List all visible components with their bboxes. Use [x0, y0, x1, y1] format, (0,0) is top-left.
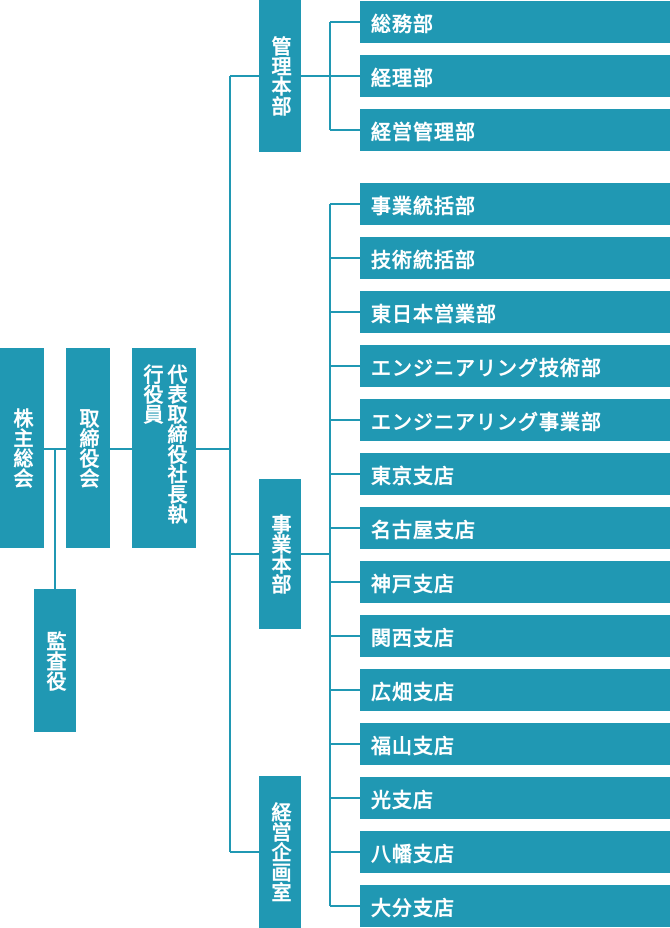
- dept-label: 名古屋支店: [371, 517, 476, 542]
- planning-office-label: 経営企画室: [268, 802, 292, 902]
- board-label: 取締役会: [76, 408, 100, 488]
- president-box: 代表取締役社長執行役員: [132, 348, 196, 548]
- admin-division-box: 管理本部: [259, 0, 301, 152]
- shareholders-meeting-box: 株主総会: [0, 348, 44, 548]
- dept-label: 事業統括部: [371, 193, 476, 218]
- dept-label: 東日本営業部: [371, 301, 497, 326]
- dept-box: 名古屋支店: [360, 507, 670, 549]
- dept-label: 大分支店: [371, 895, 455, 920]
- dept-label: エンジニアリング事業部: [371, 409, 602, 434]
- planning-office-box: 経営企画室: [259, 776, 301, 928]
- dept-label: 総務部: [371, 11, 434, 36]
- dept-label: 技術統括部: [371, 247, 476, 272]
- dept-label: 広畑支店: [371, 679, 455, 704]
- dept-box: エンジニアリング技術部: [360, 345, 670, 387]
- dept-box: 大分支店: [360, 885, 670, 927]
- dept-label: エンジニアリング技術部: [371, 355, 602, 380]
- dept-label: 光支店: [371, 787, 434, 812]
- dept-label: 東京支店: [371, 463, 455, 488]
- dept-box: 関西支店: [360, 615, 670, 657]
- auditor-box: 監査役: [34, 589, 76, 732]
- dept-box: 東京支店: [360, 453, 670, 495]
- dept-label: 経営管理部: [371, 119, 476, 144]
- dept-box: 八幡支店: [360, 831, 670, 873]
- business-division-label: 事業本部: [268, 514, 292, 594]
- dept-box: 経営管理部: [360, 109, 670, 151]
- dept-label: 八幡支店: [371, 841, 455, 866]
- dept-label: 福山支店: [371, 733, 455, 758]
- dept-label: 神戸支店: [371, 571, 455, 596]
- dept-box: 事業統括部: [360, 183, 670, 225]
- dept-box: 経理部: [360, 55, 670, 97]
- dept-box: 技術統括部: [360, 237, 670, 279]
- president-label: 代表取締役社長執行役員: [140, 364, 188, 524]
- admin-division-label: 管理本部: [268, 36, 292, 116]
- dept-box: 神戸支店: [360, 561, 670, 603]
- auditor-label: 監査役: [43, 630, 67, 691]
- shareholders-meeting-label: 株主総会: [10, 408, 34, 488]
- board-box: 取締役会: [66, 348, 110, 548]
- dept-label: 関西支店: [371, 625, 455, 650]
- dept-box: 広畑支店: [360, 669, 670, 711]
- business-division-box: 事業本部: [259, 479, 301, 629]
- dept-label: 経理部: [371, 65, 434, 90]
- dept-box: 東日本営業部: [360, 291, 670, 333]
- dept-box: 光支店: [360, 777, 670, 819]
- dept-box: 福山支店: [360, 723, 670, 765]
- dept-box: 総務部: [360, 1, 670, 43]
- dept-box: エンジニアリング事業部: [360, 399, 670, 441]
